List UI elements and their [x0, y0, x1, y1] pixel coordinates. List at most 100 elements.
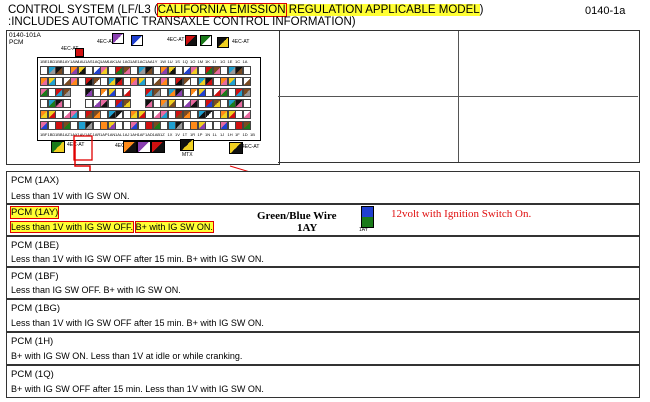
row-text: B+ with IG SW ON. Less than 1V at idle o… — [11, 351, 243, 361]
pin-label: 1AF — [137, 132, 145, 137]
pin-label: 1L — [212, 132, 217, 137]
row-title: PCM (1AY) — [9, 206, 60, 219]
legend-swatch — [51, 141, 65, 153]
pin-label: 1BB — [55, 59, 63, 64]
connector-pin — [62, 88, 71, 97]
tag-mtx: MTX — [182, 152, 193, 158]
pin-name: 1AY — [297, 222, 318, 234]
legend-swatch — [229, 142, 243, 154]
pin-label: 1AS — [85, 59, 93, 64]
pin-label: 1AE — [130, 59, 138, 64]
pin-label: 1E — [227, 59, 233, 64]
pin-label: 1BF — [40, 132, 48, 137]
pin-label: 1AI — [115, 59, 122, 64]
tag-4ec-at-7: 4EC-AT — [242, 144, 260, 150]
tag-swatch — [185, 35, 197, 46]
pin-label: 1C — [235, 59, 241, 64]
pin-label: 1AW — [70, 59, 79, 64]
connector-pin — [242, 121, 251, 130]
pin-label: 1AC — [137, 59, 146, 64]
grid-divider — [278, 96, 638, 97]
row-text: Less than 1V with IG SW OFF after 15 min… — [11, 254, 264, 264]
pin-label: 1B — [250, 132, 255, 137]
pin-label: 1AU — [77, 59, 86, 64]
pin-label: 1I — [212, 59, 216, 64]
connector-pin — [242, 110, 251, 119]
page-number: 0140-1a — [585, 5, 626, 17]
connector-pin — [242, 66, 251, 75]
row-title: PCM (1AX) — [11, 175, 60, 186]
pin-label: 1BE — [40, 59, 48, 64]
pin-label: 1O — [190, 59, 196, 64]
wire-swatch — [361, 206, 374, 228]
legend-swatch — [151, 141, 165, 153]
title-suffix: ) — [479, 4, 484, 16]
row-text-b: B+ with IG SW ON. — [134, 221, 214, 233]
pin-label: 1Y — [152, 59, 158, 64]
tag-4ec-at-2: 4EC-AT — [97, 39, 115, 45]
pin-label: 1AG — [122, 59, 131, 64]
diagram-ref: 0140-101A — [9, 32, 41, 39]
title-highlight-2: REGULATION APPLICABLE MODEL — [285, 4, 480, 16]
connector-pin — [242, 77, 251, 86]
connector-pin — [242, 99, 251, 108]
pin-label: 1U — [167, 59, 173, 64]
pin-label: 1AK — [107, 59, 116, 64]
row-pcm-1bf: PCM (1BF) Less than IG SW OFF. B+ with I… — [6, 267, 640, 299]
pin-label: 1D — [242, 132, 248, 137]
pin-label: 1S — [175, 59, 180, 64]
pin-label: 1K — [205, 59, 210, 64]
legend-swatch — [180, 139, 194, 151]
pin-label: 1AQ — [92, 59, 101, 64]
pin-label: 1T — [182, 132, 188, 137]
pin-label: 1AN — [107, 132, 116, 137]
connector-pin — [122, 99, 131, 108]
pin-label: 1BD — [47, 59, 56, 64]
row-pcm-1ay: PCM (1AY) Less than 1V with IG SW OFF. B… — [6, 204, 640, 236]
tag-swatch — [131, 35, 143, 46]
pin-label: 1AV — [77, 132, 85, 137]
row-text: Less than 1V with IG SW OFF after 15 min… — [11, 318, 264, 328]
row-title: PCM (1Q) — [11, 369, 54, 380]
row-title: PCM (1H) — [11, 336, 54, 347]
row-title: PCM (1BG) — [11, 303, 61, 314]
pin-label: 1AB — [152, 132, 161, 137]
row-text-a: Less than 1V with IG SW OFF. — [9, 221, 135, 233]
pin-label: 1V — [175, 132, 180, 137]
title-prefix: CONTROL SYSTEM (LF/L3 ( — [8, 4, 158, 16]
connector-pin — [62, 99, 71, 108]
reference-grid — [278, 30, 640, 163]
row-pcm-1be: PCM (1BE) Less than 1V with IG SW OFF af… — [6, 236, 640, 267]
row-pcm-1ax: PCM (1AX) Less than 1V with IG SW ON. — [6, 171, 640, 204]
pin-label: 1AP — [100, 132, 108, 137]
pin-label: 1AJ — [122, 132, 130, 137]
title-highlight: CALIFORNIA EMISSION — [156, 3, 287, 17]
pin-label: 1AX — [70, 132, 78, 137]
row-title: PCM (1BF) — [11, 271, 59, 282]
tag-4ec-at-4: 4EC-AT — [232, 39, 250, 45]
wire-name: Green/Blue Wire — [257, 210, 337, 222]
legend-swatch — [123, 141, 137, 153]
pin-label: 1X — [167, 132, 173, 137]
tag-swatch — [200, 35, 212, 46]
row-pcm-1q: PCM (1Q) B+ with IG SW OFF after 15 min.… — [6, 365, 640, 398]
pin-label: 1AA — [145, 59, 153, 64]
connector-pin — [242, 88, 251, 97]
page-title: CONTROL SYSTEM (LF/L3 (CALIFORNIA EMISSI… — [8, 3, 484, 17]
row-text: Less than IG SW OFF. B+ with IG SW ON. — [11, 285, 181, 295]
pin-label: 1AL — [115, 132, 123, 137]
pin-label: 1N — [205, 132, 211, 137]
voltage-note: 12volt with Ignition Switch On. — [391, 208, 532, 220]
pin-label: 1AY — [62, 59, 70, 64]
pin-label: 1BB — [55, 132, 63, 137]
tag-4ec-at-1: 4EC-AT — [61, 46, 79, 52]
legend-label: 1AY — [359, 227, 369, 233]
tag-swatch — [217, 37, 229, 48]
row-pcm-1bg: PCM (1BG) Less than 1V with IG SW OFF af… — [6, 299, 640, 332]
pin-label: 1AH — [130, 132, 138, 137]
row-pcm-1h: PCM (1H) B+ with IG SW ON. Less than 1V … — [6, 332, 640, 365]
legend-swatch — [137, 141, 151, 153]
pin-label: 1R — [190, 132, 196, 137]
page-subtitle: :INCLUDES AUTOMATIC TRANSAXLE CONTROL IN… — [8, 16, 356, 28]
